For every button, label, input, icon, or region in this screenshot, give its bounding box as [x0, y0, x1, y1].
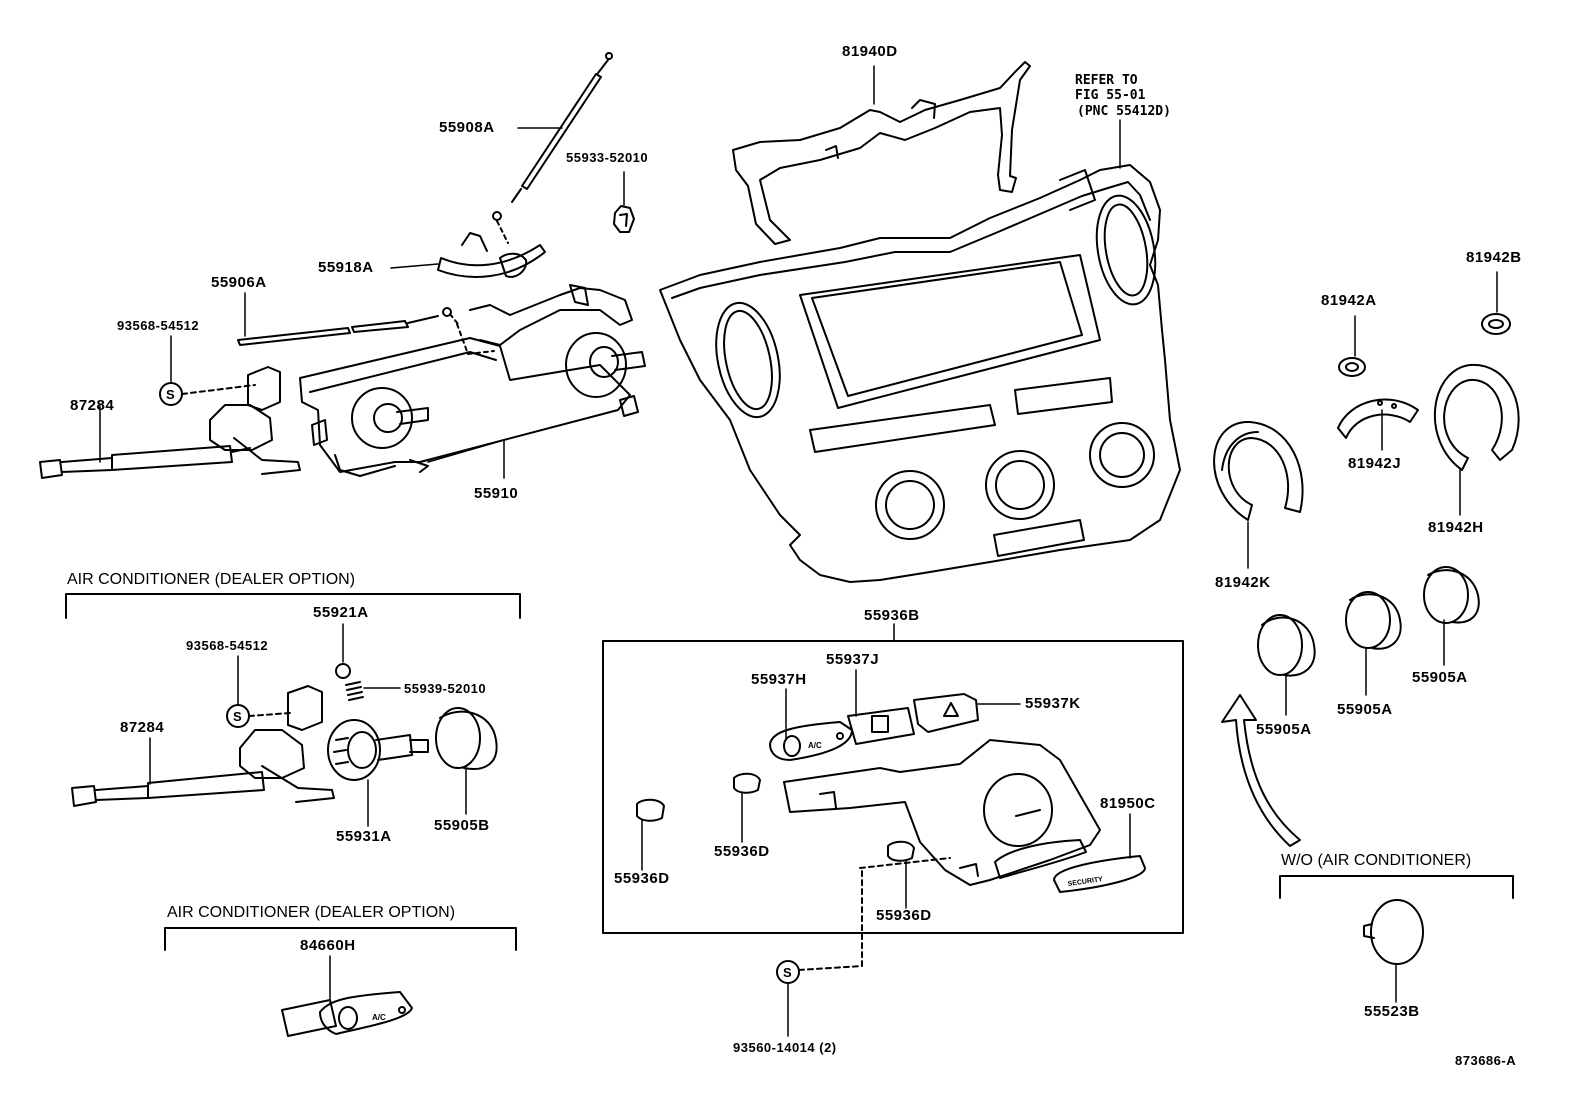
label-55910: 55910 — [474, 485, 519, 502]
label-55905B: 55905B — [434, 817, 490, 834]
label-55921A: 55921A — [313, 604, 369, 621]
refer-note-line3: (PNC 55412D) — [1077, 104, 1171, 119]
clip-55933-52010 — [613, 171, 635, 233]
switch-harness-87284-mid — [71, 685, 335, 807]
label-55523B: 55523B — [1364, 1003, 1420, 1020]
label-81942J: 81942J — [1348, 455, 1402, 472]
bulb-55936D-c — [859, 840, 951, 909]
screw-marker-top — [159, 335, 256, 406]
label-93568-54512-mid: 93568-54512 — [186, 638, 269, 653]
screw-marker-mid — [226, 655, 291, 728]
knob-55905B — [435, 707, 498, 815]
label-55906A: 55906A — [211, 274, 267, 291]
bulb-55936D-a — [636, 798, 665, 871]
knob-55905A-left — [1257, 614, 1316, 716]
label-55936D-a: 55936D — [614, 870, 670, 887]
control-bracket — [783, 739, 1101, 886]
knob-ring-81942A — [1338, 315, 1366, 377]
label-55939-52010: 55939-52010 — [404, 681, 487, 696]
indicator-plate-81942J — [1337, 398, 1419, 451]
lever-55918A — [390, 232, 546, 278]
wire-harness-81940D — [732, 61, 1031, 245]
knob-ring-81942B — [1481, 271, 1511, 335]
label-55936D-c: 55936D — [876, 907, 932, 924]
security-plate-81950C — [1053, 813, 1146, 893]
spring-55939-52010 — [345, 681, 401, 701]
refer-note-line2: FIG 55-01 — [1075, 88, 1146, 103]
label-55905A-middle: 55905A — [1337, 701, 1393, 718]
indicator-ring-81942H — [1433, 363, 1520, 516]
bulb-55936D-b — [733, 772, 761, 843]
bracket-ac-dealer-option-1 — [65, 593, 521, 619]
knob-55905A-right — [1423, 566, 1480, 666]
button-55937J — [847, 669, 915, 745]
label-55933-52010: 55933-52010 — [566, 150, 649, 165]
label-81942A: 81942A — [1321, 292, 1377, 309]
knob-55905A-middle — [1345, 591, 1402, 696]
switch-55931A — [327, 719, 429, 827]
control-cable-55908A — [492, 52, 613, 244]
label-55937K: 55937K — [1025, 695, 1081, 712]
screw-symbol-mid: S — [233, 709, 242, 724]
rod-55906A — [237, 292, 495, 355]
instrument-panel — [659, 119, 1181, 583]
label-84660H: 84660H — [300, 937, 356, 954]
hazard-button-55937K — [913, 693, 1021, 733]
lamp-55921A — [335, 623, 351, 679]
label-55936D-b: 55936D — [714, 843, 770, 860]
header-ac-dealer-option-2: AIR CONDITIONER (DEALER OPTION) — [167, 904, 456, 921]
label-55905A-right: 55905A — [1412, 669, 1468, 686]
cap-55523B — [1363, 899, 1424, 1003]
refer-note-line1: REFER TO — [1075, 73, 1138, 88]
ac-button-marking: A/C — [808, 741, 822, 750]
label-55905A-left: 55905A — [1256, 721, 1312, 738]
bracket-wo-air-conditioner — [1279, 875, 1514, 899]
label-55908A: 55908A — [439, 119, 495, 136]
switch-assembly-box-55936B — [602, 623, 1184, 934]
bracket-ac-dealer-option-2 — [164, 927, 517, 951]
label-55936B: 55936B — [864, 607, 920, 624]
switch-harness-87284-top — [39, 366, 301, 479]
label-81942H: 81942H — [1428, 519, 1484, 536]
header-ac-dealer-option-1: AIR CONDITIONER (DEALER OPTION) — [67, 571, 356, 588]
heater-control-55910 — [299, 284, 646, 479]
security-plate-marking: SECURITY — [1067, 876, 1103, 888]
indicator-ring-81942K — [1213, 420, 1304, 569]
label-81942K: 81942K — [1215, 574, 1271, 591]
label-55937J: 55937J — [826, 651, 880, 668]
ac-switch-84660H — [281, 955, 413, 1037]
label-81942B: 81942B — [1466, 249, 1522, 266]
screw-symbol-top: S — [166, 387, 175, 402]
label-81940D: 81940D — [842, 43, 898, 60]
label-55937H: 55937H — [751, 671, 807, 688]
ac-switch-marking: A/C — [372, 1013, 386, 1022]
header-wo-air-conditioner: W/O (AIR CONDITIONER) — [1281, 852, 1472, 869]
screw-marker-bottom — [776, 869, 863, 1037]
button-55937H — [769, 688, 853, 761]
direction-arrow — [1221, 694, 1301, 847]
label-55918A: 55918A — [318, 259, 374, 276]
label-87284-mid: 87284 — [120, 719, 165, 736]
label-55931A: 55931A — [336, 828, 392, 845]
label-87284-top: 87284 — [70, 397, 115, 414]
label-93568-54512-top: 93568-54512 — [117, 318, 200, 333]
figure-id: 873686-A — [1455, 1053, 1517, 1068]
label-93560-14014: 93560-14014 (2) — [733, 1040, 837, 1055]
label-81950C: 81950C — [1100, 795, 1156, 812]
screw-symbol-bottom: S — [783, 965, 792, 980]
